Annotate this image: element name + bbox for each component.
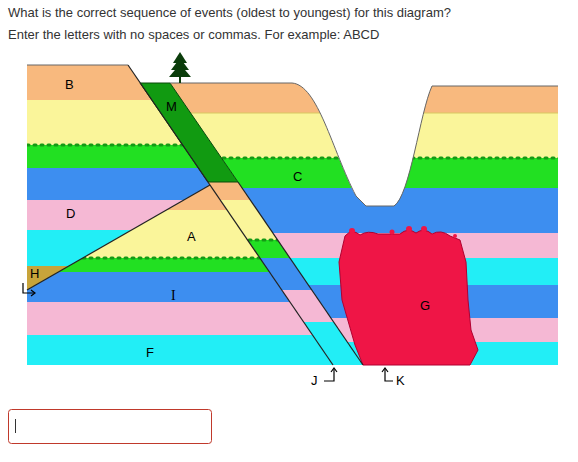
unit-letter: C (293, 169, 302, 185)
unit-letter: K (396, 373, 405, 389)
tree-symbol (169, 52, 191, 83)
right-block (160, 60, 560, 365)
lava-blob (349, 228, 355, 234)
lava-blob (421, 226, 427, 232)
unit-letter: G (420, 298, 430, 314)
pointer-arrow (324, 368, 337, 381)
lava-blob (453, 234, 457, 238)
text-caret (15, 419, 16, 433)
pointer-arrow (23, 283, 35, 296)
unit-letter: H (30, 266, 39, 282)
unit-letter: D (66, 206, 75, 222)
lava-blob (390, 230, 395, 235)
ground-surface (27, 65, 128, 66)
unit-letter: I (171, 288, 176, 305)
igneous-intrusion (339, 230, 478, 365)
instruction-text: Enter the letters with no spaces or comm… (8, 27, 379, 43)
pointer-arrow (382, 368, 393, 381)
answer-input (9, 410, 212, 444)
unit-letter: B (65, 77, 74, 93)
unit-letter: A (187, 229, 196, 245)
question-text: What is the correct sequence of events (… (8, 5, 451, 21)
unit-letter: F (146, 345, 154, 361)
lava-blob (406, 226, 412, 232)
unit-letter: J (311, 373, 318, 389)
dike (140, 83, 238, 182)
fault-line (238, 182, 363, 365)
unit-letter: M (166, 99, 177, 115)
thrust-line (27, 185, 210, 290)
ground-surface (170, 83, 558, 206)
